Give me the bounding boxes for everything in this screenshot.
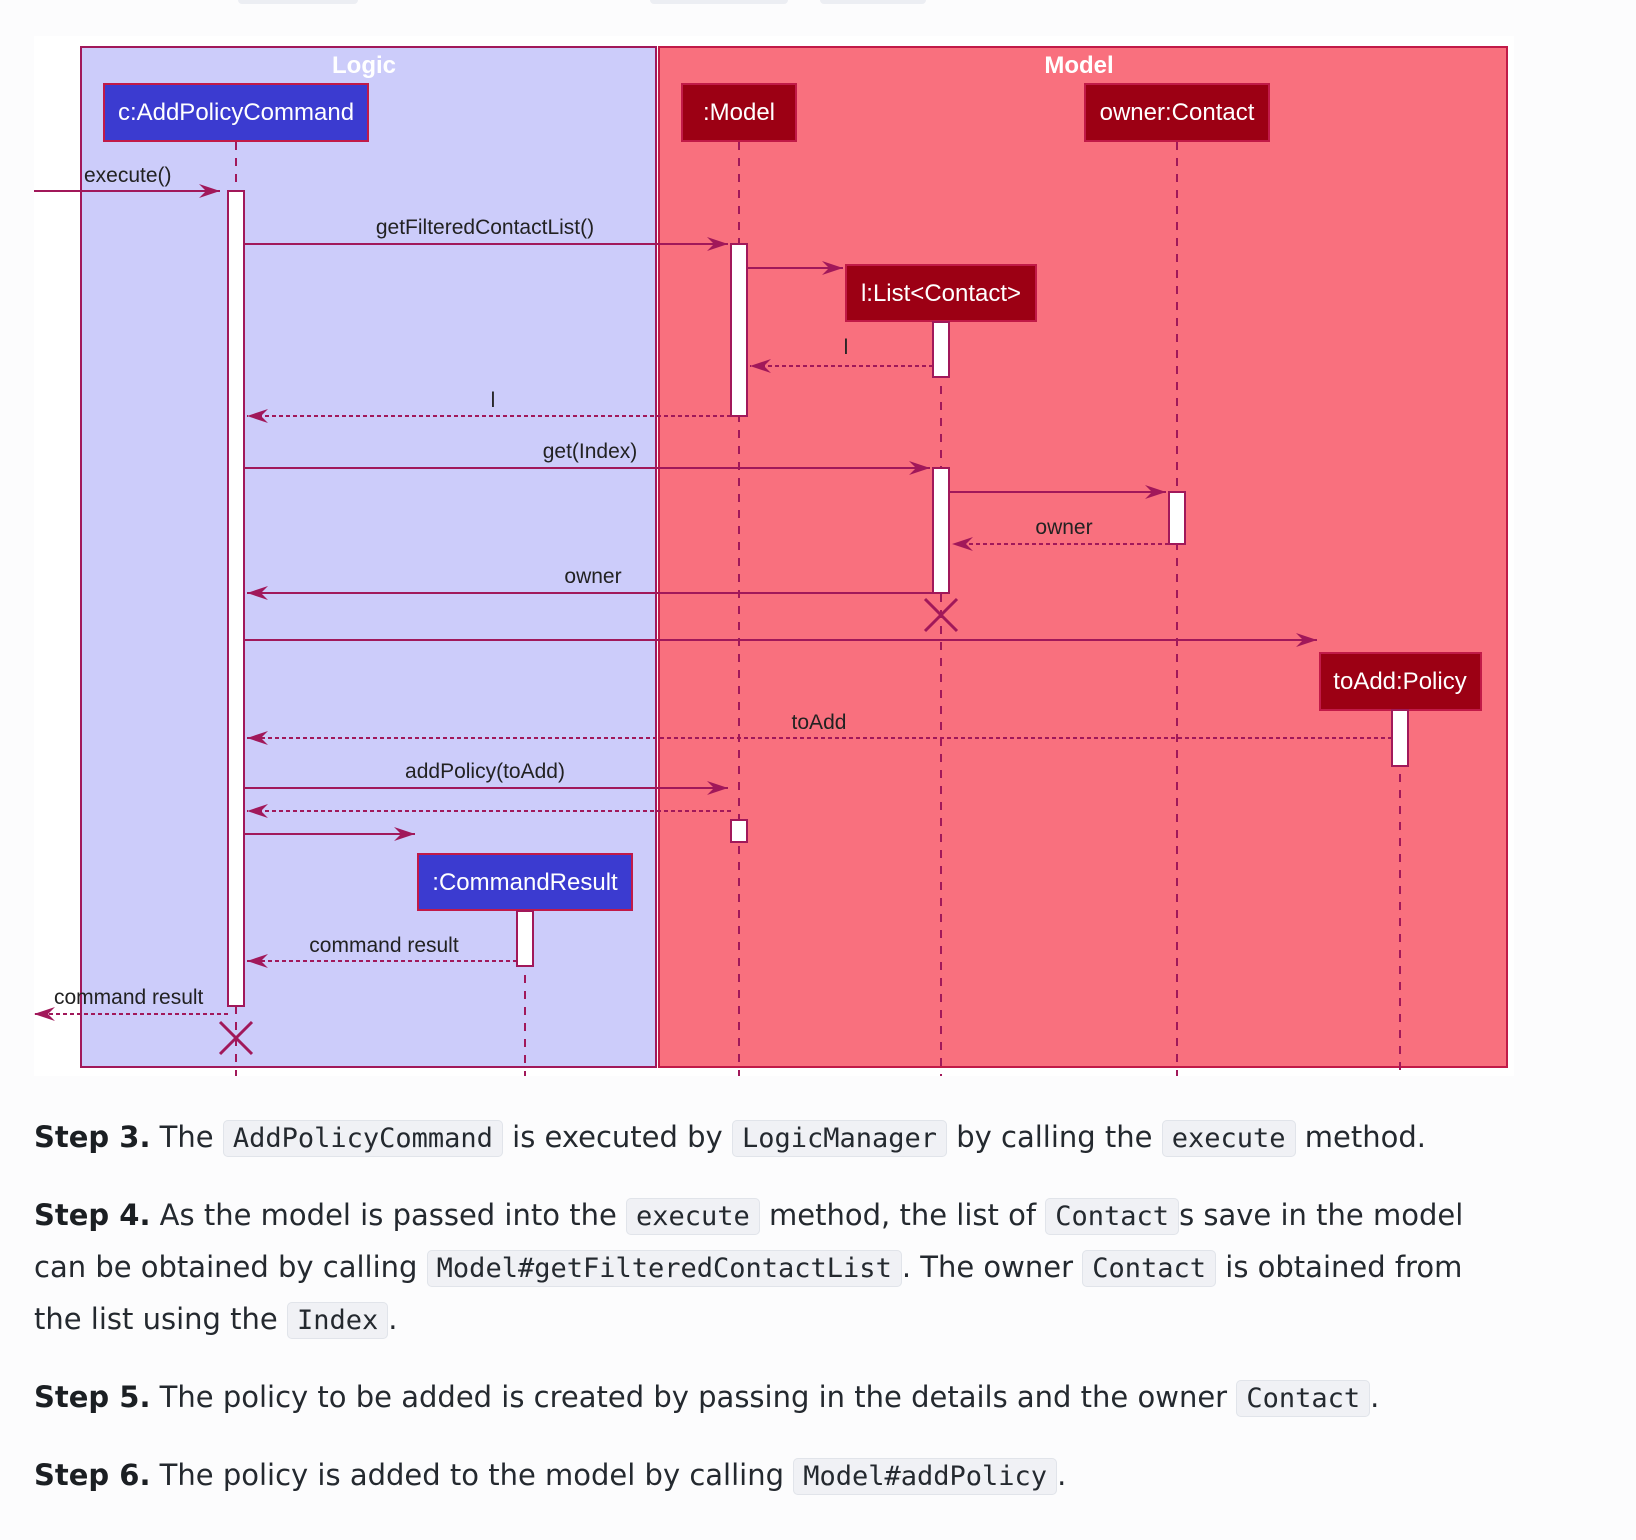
message-return-to-add: toAdd: [247, 711, 1392, 745]
inline-code: Model#addPolicy: [793, 1458, 1058, 1495]
participant-owner: owner:Contact: [1084, 83, 1270, 142]
step-number: Step 6.: [34, 1458, 151, 1492]
step-body: The AddPolicyCommand is executed by Logi…: [150, 1120, 1426, 1157]
step-text: method.: [1295, 1120, 1426, 1154]
step-text: .: [388, 1302, 398, 1336]
svg-text::CommandResult: :CommandResult: [432, 869, 618, 896]
message-get-filtered-contact-list: getFilteredContactList(): [244, 216, 728, 251]
svg-text:toAdd: toAdd: [792, 711, 847, 734]
top-fragment-1: [238, 0, 358, 4]
inline-code: execute: [626, 1198, 760, 1235]
step-text: As the model is passed into the: [150, 1198, 627, 1232]
logic-group-label: Logic: [332, 52, 396, 79]
inline-code: Contact: [1082, 1250, 1217, 1287]
step-text: s save in the model can be obtained by c…: [34, 1198, 1464, 1284]
message-execute: execute(): [34, 164, 220, 198]
inline-code: Index: [287, 1302, 389, 1339]
svg-text:l: l: [844, 336, 849, 359]
svg-text::Model: :Model: [703, 99, 775, 126]
step-6: Step 6. The policy is added to the model…: [34, 1450, 1514, 1502]
svg-text:l: l: [491, 389, 496, 412]
destroy-marker-list: [923, 597, 959, 633]
svg-text:l:List<Contact>: l:List<Contact>: [861, 280, 1021, 307]
message-get-index: get(Index): [244, 440, 930, 475]
logic-group: [80, 46, 657, 1068]
model-group: [658, 46, 1508, 1068]
activation-result: [516, 910, 534, 967]
step-number: Step 3.: [34, 1120, 151, 1154]
step-3: Step 3. The AddPolicyCommand is executed…: [34, 1112, 1514, 1164]
participant-cmd: c:AddPolicyCommand: [103, 83, 369, 142]
activation-owner: [1168, 491, 1186, 545]
destroy-marker-cmd: [218, 1020, 254, 1056]
step-text: is executed by: [502, 1120, 732, 1154]
activation-policy: [1391, 709, 1409, 767]
message-return-l-to-cmd: l: [247, 389, 731, 423]
svg-text:get(Index): get(Index): [543, 440, 638, 463]
svg-text:getFilteredContactList(): getFilteredContactList(): [376, 216, 594, 239]
svg-text:owner:Contact: owner:Contact: [1100, 99, 1255, 126]
participant-list: l:List<Contact>: [845, 264, 1037, 322]
step-number: Step 5.: [34, 1380, 151, 1414]
step-body: As the model is passed into the execute …: [34, 1198, 1464, 1339]
step-body: The policy is added to the model by call…: [150, 1458, 1067, 1495]
inline-code: Contact: [1236, 1380, 1371, 1417]
top-fragment-2: [650, 0, 788, 4]
svg-text:execute(): execute(): [84, 164, 172, 187]
top-fragment-3: [820, 0, 926, 4]
activation-model-2: [730, 819, 748, 843]
svg-text:owner: owner: [564, 565, 621, 588]
svg-text:addPolicy(toAdd): addPolicy(toAdd): [405, 760, 565, 783]
participant-result: :CommandResult: [417, 853, 633, 911]
inline-code: Contact: [1045, 1198, 1180, 1235]
activation-list-1: [932, 321, 950, 378]
step-body: The policy to be added is created by pas…: [150, 1380, 1380, 1417]
step-text: The policy to be added is created by pas…: [150, 1380, 1237, 1414]
sequence-diagram: Logic Model c:AddPolicyCommand :Model ow…: [34, 36, 1514, 1076]
step-4: Step 4. As the model is passed into the …: [34, 1190, 1514, 1346]
inline-code: Model#getFilteredContactList: [426, 1250, 902, 1287]
step-list: Step 3. The AddPolicyCommand is executed…: [34, 1112, 1514, 1528]
activation-list-2: [932, 467, 950, 594]
step-text: is obtained from the list using the: [34, 1250, 1463, 1336]
message-return-command-result-to-cmd: command result: [247, 934, 517, 968]
participant-model: :Model: [681, 83, 797, 142]
step-text: . The owner: [901, 1250, 1083, 1284]
svg-text:toAdd:Policy: toAdd:Policy: [1333, 668, 1466, 695]
step-text: method, the list of: [759, 1198, 1046, 1232]
inline-code: LogicManager: [731, 1120, 948, 1157]
step-text: The policy is added to the model by call…: [150, 1458, 794, 1492]
svg-text:command result: command result: [309, 934, 459, 957]
step-text: by calling the: [947, 1120, 1162, 1154]
message-return-l-to-model: l: [750, 336, 933, 373]
svg-text:owner: owner: [1035, 516, 1092, 539]
activation-model-1: [730, 243, 748, 417]
step-text: .: [1370, 1380, 1380, 1414]
participant-policy: toAdd:Policy: [1319, 652, 1482, 711]
step-text: .: [1057, 1458, 1067, 1492]
message-owner-to-cmd: owner: [247, 565, 933, 600]
activation-cmd: [227, 190, 245, 1007]
message-add-policy: addPolicy(toAdd): [244, 760, 728, 795]
svg-text:command result: command result: [54, 986, 204, 1009]
message-return-command-result-out: command result: [34, 986, 228, 1021]
svg-text:c:AddPolicyCommand: c:AddPolicyCommand: [118, 99, 354, 126]
inline-code: execute: [1161, 1120, 1296, 1157]
message-return-owner-to-list: owner: [952, 516, 1169, 551]
model-group-label: Model: [1044, 52, 1113, 79]
step-text: The: [150, 1120, 223, 1154]
step-5: Step 5. The policy to be added is create…: [34, 1372, 1514, 1424]
step-number: Step 4.: [34, 1198, 151, 1232]
inline-code: AddPolicyCommand: [222, 1120, 503, 1157]
